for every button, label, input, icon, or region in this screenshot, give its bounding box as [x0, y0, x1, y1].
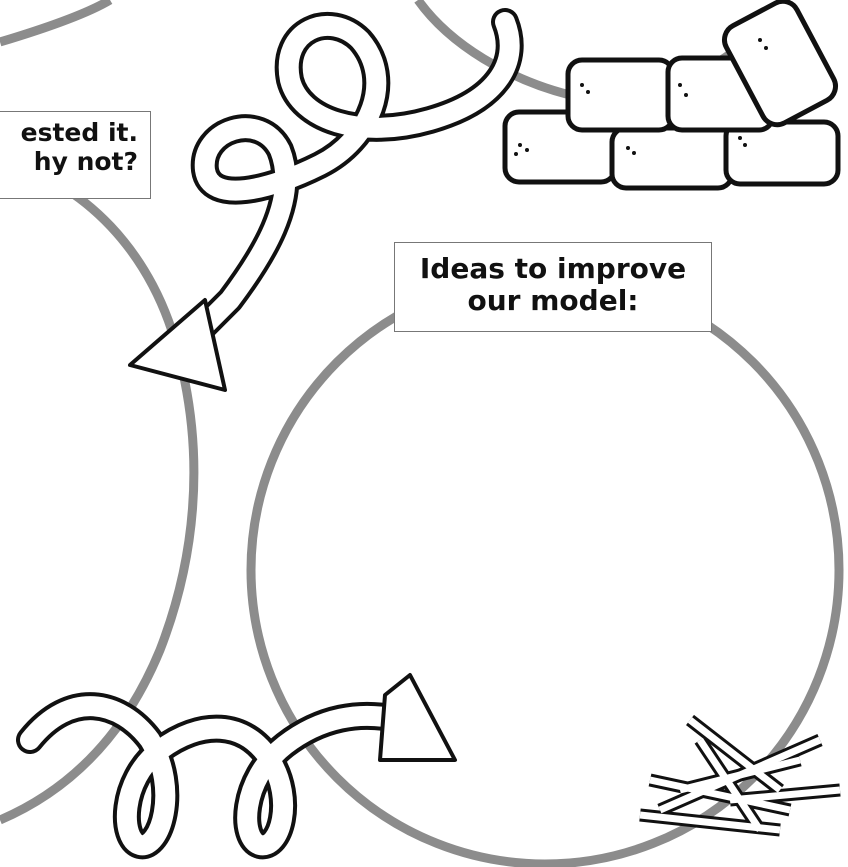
circle-top-left-arc — [0, 0, 113, 47]
bricks-icon — [502, 0, 841, 191]
ideas-label-line1: Ideas to improve — [419, 252, 687, 285]
curly-arrow-icon — [16, 673, 457, 860]
circle-left — [0, 155, 199, 825]
tested-label-line2: hy not? — [33, 146, 138, 176]
ideas-label-box: Ideas to improve our model: — [394, 242, 712, 332]
loop-arrow-icon — [128, 8, 524, 392]
ideas-label-line2: our model: — [467, 284, 639, 318]
sticks-icon — [639, 714, 841, 837]
tested-label-box: ested it. hy not? — [0, 111, 151, 199]
tested-label-line1: ested it. — [20, 118, 138, 147]
